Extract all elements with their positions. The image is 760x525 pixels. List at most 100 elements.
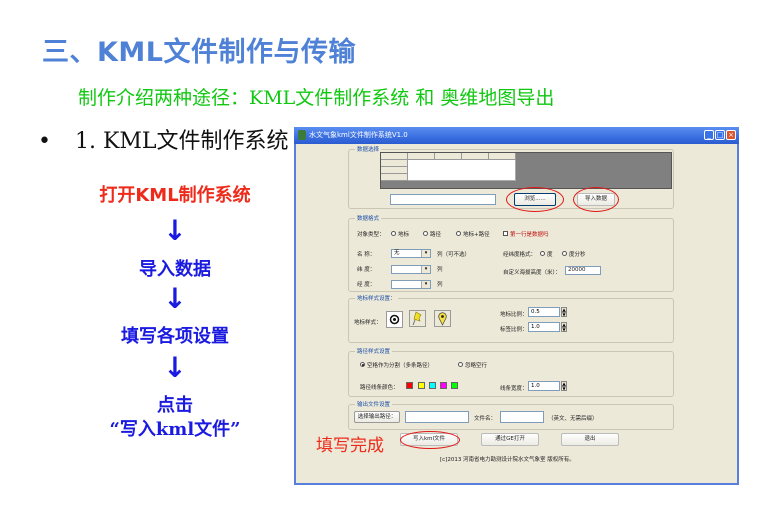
flow-step-label: 填写各项设置 [121, 326, 229, 347]
longitude-label: 经 度： [357, 282, 376, 288]
highlight-ellipse [400, 431, 460, 449]
chevron-down-icon: ▾ [421, 250, 430, 257]
color-swatch-green[interactable] [451, 382, 458, 389]
radio-label: 地标+路径 [463, 232, 490, 238]
latitude-label: 纬 度： [357, 267, 376, 273]
longitude-column-select[interactable]: ▾ [391, 280, 431, 289]
placemark-scale-spinner[interactable]: 0.5 ▲▼ [528, 307, 568, 317]
group-label: 数据选择 [355, 145, 382, 153]
output-path-input[interactable] [405, 411, 469, 423]
group-label: 输出文件设置 [355, 400, 393, 408]
split-by-blank-radio[interactable] [360, 362, 365, 367]
maximize-button[interactable]: □ [715, 130, 725, 140]
coord-format-degree-radio[interactable] [540, 251, 545, 256]
copyright-text: [c]2013 河南省电力勘测设计院水文气象室 版权所有。 [440, 457, 575, 463]
flow-arrow-down-icon: ↓ [163, 282, 187, 315]
spin-down-icon[interactable]: ▼ [561, 312, 567, 317]
flow-arrow-down-icon: ↓ [163, 351, 187, 384]
radio-label: 度分秒 [569, 252, 586, 258]
map-pin-icon[interactable] [434, 310, 451, 327]
file-path-input[interactable] [390, 194, 496, 205]
ignore-blank-radio[interactable] [458, 362, 463, 367]
chevron-down-icon: ▾ [421, 266, 430, 273]
name-column-select[interactable]: 无▾ [391, 249, 431, 258]
data-select-group: 数据选择 [348, 145, 674, 209]
output-settings-group: 输出文件设置 [348, 400, 674, 430]
highlight-ellipse [506, 187, 564, 212]
name-suffix: 列（可不选） [437, 252, 471, 258]
view-height-input[interactable]: 20000 [565, 266, 601, 275]
data-format-group: 数据格式 [348, 214, 674, 292]
flow-step-settings: 填写各项设置 [60, 322, 290, 348]
target-icon[interactable] [386, 311, 403, 328]
label-scale-value[interactable]: 1.0 [528, 322, 560, 332]
exit-button[interactable]: 退出 [561, 433, 619, 446]
color-swatch-red[interactable] [406, 382, 413, 389]
color-swatch-magenta[interactable] [440, 382, 447, 389]
spin-up-icon[interactable]: ▲ [561, 322, 567, 327]
flow-step-write-kml: “写入kml文件” [60, 415, 290, 441]
object-type-path-radio[interactable] [423, 231, 428, 236]
radio-label: 忽略空行 [465, 363, 488, 369]
flow-arrow-down-icon: ↓ [163, 214, 187, 247]
radio-label: 度 [547, 252, 553, 258]
line-color-label: 路径线条颜色： [360, 385, 399, 391]
object-type-placemark-radio[interactable] [391, 231, 396, 236]
filename-hint: （英文、无需后缀） [548, 416, 598, 422]
longitude-suffix: 列 [437, 282, 443, 288]
object-type-both-radio[interactable] [456, 231, 461, 236]
placemark-scale-label: 地标比例： [500, 312, 528, 318]
chevron-down-icon: ▾ [421, 281, 430, 288]
coord-format-dms-radio[interactable] [562, 251, 567, 256]
line-width-label: 线条宽度： [500, 386, 528, 392]
app-icon [298, 130, 306, 140]
line-width-spinner[interactable]: 1.0 ▲▼ [528, 381, 568, 391]
flow-step-open: 打开KML制作系统 [60, 181, 290, 207]
minimize-button[interactable]: _ [704, 130, 714, 140]
highlight-ellipse [573, 187, 619, 212]
latitude-column-select[interactable]: ▾ [391, 265, 431, 274]
view-height-label: 自定义海拔高度（米）： [503, 270, 561, 276]
filename-label: 文件名： [474, 416, 497, 422]
flow-step-label: 导入数据 [139, 259, 211, 280]
pushpin-icon[interactable] [409, 310, 426, 327]
data-preview-grid[interactable] [380, 152, 672, 189]
radio-label: 地标 [398, 232, 410, 238]
open-in-ge-button[interactable]: 通过GE打开 [481, 433, 539, 446]
window-title: 水文气象kml文件制作系统V1.0 [309, 131, 408, 139]
placemark-style-label: 地标样式： [354, 320, 382, 326]
name-label: 名 称： [357, 252, 376, 258]
radio-label: 路径 [430, 232, 442, 238]
bullet-dot: • [38, 129, 51, 154]
first-row-label: 第一行是数据吗 [510, 232, 549, 238]
label-scale-spinner[interactable]: 1.0 ▲▼ [528, 322, 568, 332]
path-style-group: 路径样式设置 [348, 347, 674, 397]
name-column-value: 无 [394, 250, 400, 256]
label-scale-label: 标签比例： [500, 327, 528, 333]
flow-step-click: 点击 [60, 391, 290, 417]
bullet-item: • 1. KML文件制作系统 [38, 123, 289, 155]
color-swatch-cyan[interactable] [429, 382, 436, 389]
choose-output-path-button[interactable]: 选择输出路径： [354, 411, 400, 423]
spin-down-icon[interactable]: ▼ [561, 386, 567, 391]
filename-input[interactable] [500, 411, 544, 423]
color-swatch-yellow[interactable] [418, 382, 425, 389]
flow-step-label: 打开KML制作系统 [99, 185, 251, 206]
flow-step-label: 点击 [157, 395, 193, 416]
slide-subtitle: 制作介绍两种途径：KML文件制作系统 和 奥维地图导出 [78, 87, 555, 109]
spin-up-icon[interactable]: ▲ [561, 381, 567, 386]
line-width-value[interactable]: 1.0 [528, 381, 560, 391]
first-row-checkbox[interactable] [503, 231, 508, 236]
group-label: 地标样式设置： [355, 294, 398, 302]
spin-up-icon[interactable]: ▲ [561, 307, 567, 312]
object-type-label: 对象类型： [357, 232, 385, 238]
flow-step-label: “写入kml文件” [109, 419, 241, 440]
slide-title: 三、KML文件制作与传输 [42, 37, 356, 68]
coord-format-label: 经纬度格式： [503, 252, 537, 258]
close-button[interactable]: × [726, 130, 736, 140]
placemark-scale-value[interactable]: 0.5 [528, 307, 560, 317]
bullet-text: 1. KML文件制作系统 [74, 129, 289, 154]
window-titlebar[interactable]: 水文气象kml文件制作系统V1.0 _ □ × [294, 127, 739, 144]
group-label: 数据格式 [355, 214, 382, 222]
spin-down-icon[interactable]: ▼ [561, 327, 567, 332]
